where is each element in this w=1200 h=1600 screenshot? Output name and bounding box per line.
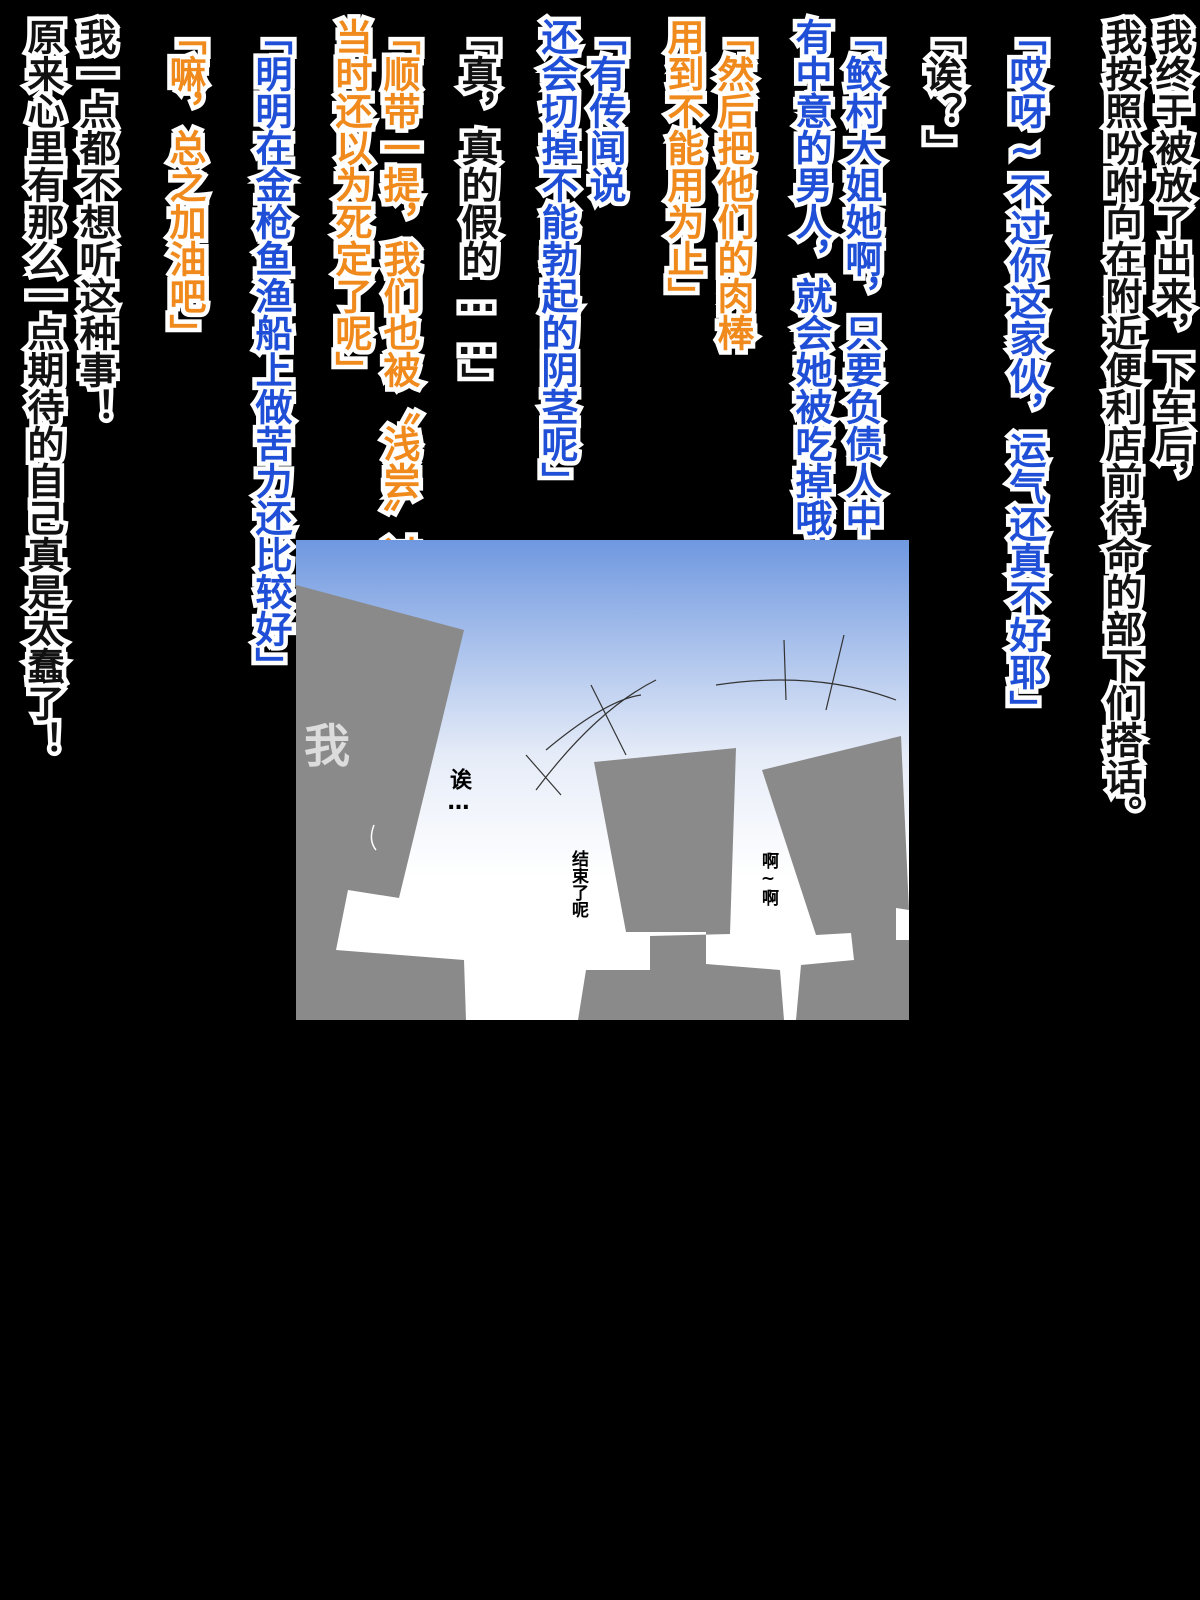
dialogue-column-14: 「明明在金枪鱼渔船上做苦力还比较好」 [245,14,297,689]
me-label: 我 [304,719,350,773]
illustration-panel: 我 诶… 结束了呢 啊~啊 [296,540,909,1020]
dialogue-column-17: 「嘛，总之加油吧」 [159,14,211,356]
dialogue-column-7: 「然后把他们的肉棒 [707,14,759,356]
narration-column-16: 原来心里有那么一点期待的自己真是太蠢了！ [17,14,69,763]
dialogue-column-8: 用到不能用为止」 [657,14,709,319]
silhouette-me [296,585,466,1020]
dialogue-column-6: 有中意的男人，就会她被吃掉哦！」 [785,14,837,615]
dialogue-column-4: 「诶？」 [915,14,967,171]
dialogue-column-9: 「有传闻说 [579,14,631,208]
dialogue-column-10: 还会切掉不能勃起的阴茎呢」 [531,14,583,504]
narration-column-2: 我按照吩咐向在附近便利店前待命的部下们搭话。 [1095,14,1147,837]
motion-lines [525,634,897,796]
dialogue-column-11: 「真，真的假的……」 [451,14,503,405]
dialogue-column-5: 「鲛村大姐她啊，只要负债人中 [835,14,887,541]
panel-artwork [296,540,909,1020]
sound-effect-aa: 啊~啊 [758,852,778,906]
sound-effect-e: 诶… [446,768,471,815]
dialogue-column-3: 「哎呀~不过你这家伙，运气还真不好耶」 [999,14,1051,732]
sound-effect-end: 结束了呢 [568,850,588,918]
silhouette-subordinate-2 [762,736,909,1020]
narration-column-15: 我一点都不想听这种事！ [69,14,121,430]
dialogue-column-13: 当时还以为死定了呢」 [325,14,377,393]
silhouette-subordinate-1 [578,748,784,1020]
narration-column-1: 我终于被放了出来，下车后， [1145,14,1197,504]
sweat-drop [370,824,377,851]
